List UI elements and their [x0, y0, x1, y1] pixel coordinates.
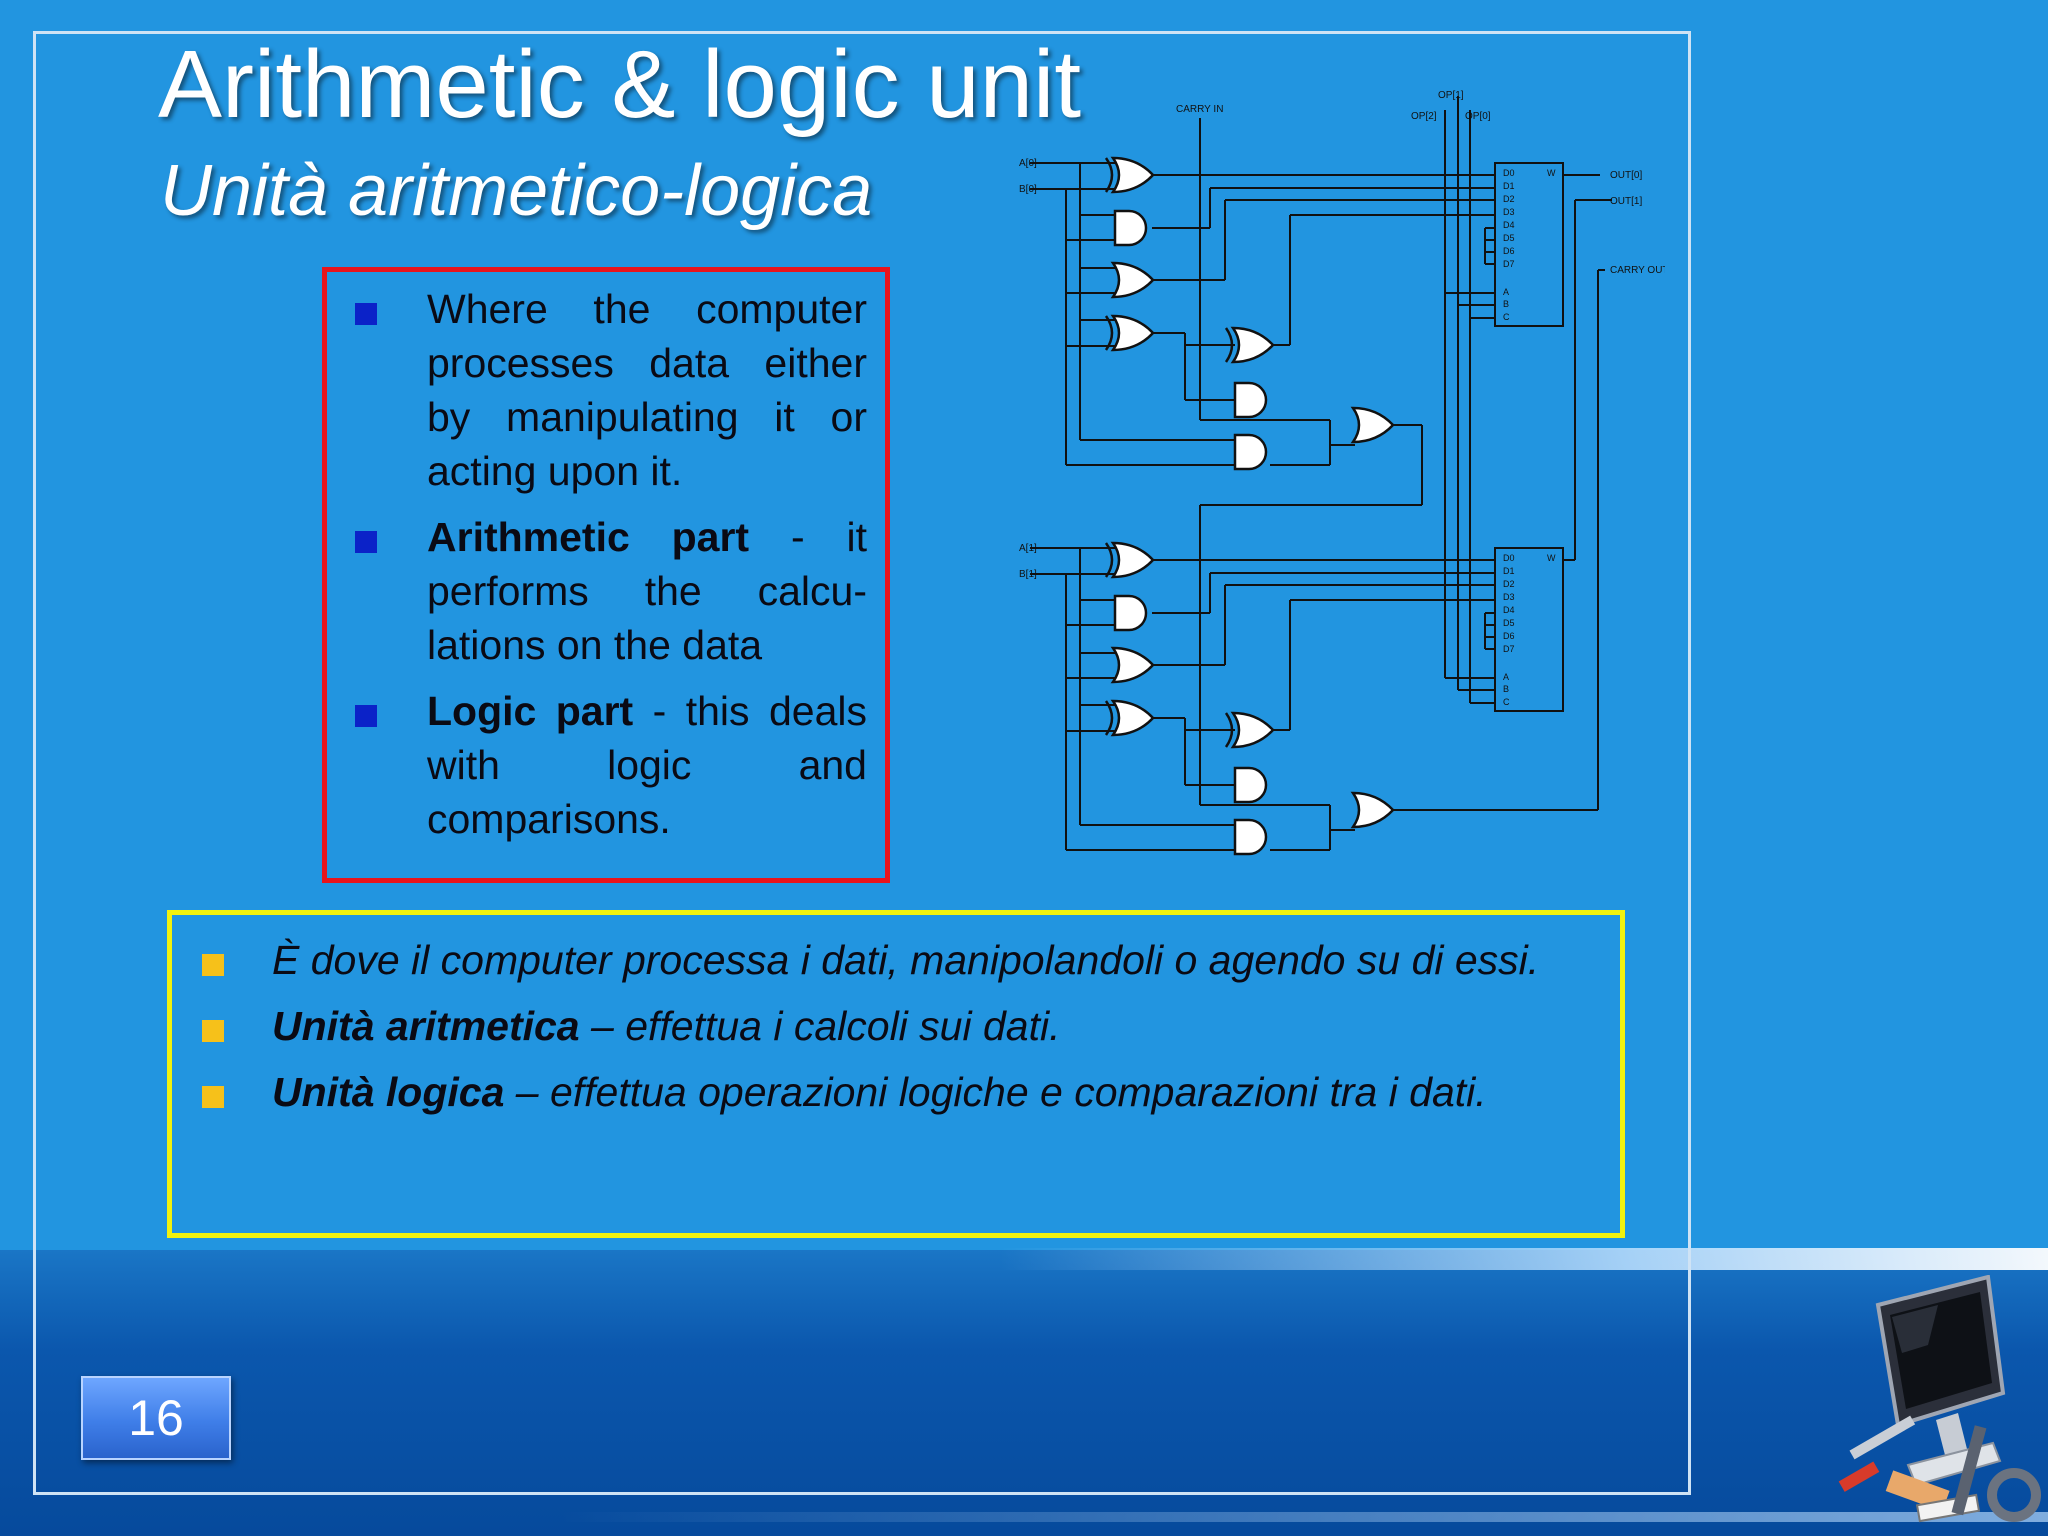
mux0-sel-c: C: [1503, 312, 1510, 322]
english-bullet-list: Where the computer processes data either…: [327, 282, 885, 858]
square-bullet-icon: [355, 705, 377, 727]
slide-title: Arithmetic & logic unit: [158, 31, 1082, 138]
op2-label: OP[2]: [1411, 111, 1437, 122]
mux1-d2: D2: [1503, 579, 1515, 589]
mux0-d3: D3: [1503, 207, 1515, 217]
mux1-d4: D4: [1503, 605, 1515, 615]
carry-in-label: CARRY IN: [1176, 104, 1223, 115]
square-bullet-icon: [202, 1086, 224, 1108]
op1-label: OP[1]: [1438, 90, 1464, 101]
bullet-bold-term: Arithmetic part: [427, 514, 750, 560]
band-highlight: [1000, 1248, 2048, 1270]
mux0-sel-a: A: [1503, 287, 1509, 297]
bullet-text: – effettua i calcoli sui dati.: [579, 1003, 1061, 1049]
bullet-bold-term: Unità logica: [272, 1069, 505, 1115]
english-bullet-2: Arithmetic part - it performs the calcu-…: [327, 510, 885, 672]
italian-bullet-list: È dove il computer processa i dati, mani…: [172, 933, 1620, 1131]
mux0-d1: D1: [1503, 181, 1515, 191]
mux0-out: W: [1547, 168, 1556, 178]
mux0-d4: D4: [1503, 220, 1515, 230]
english-bullet-3: Logic part - this deals with logic and c…: [327, 684, 885, 846]
bullet-bold-term: Unità aritmetica: [272, 1003, 580, 1049]
alu-circuit-diagram: D0 D1 D2 D3 D4 D5 D6 D7 A B C W D0 D1 D2…: [1019, 90, 1665, 856]
mux0-d5: D5: [1503, 233, 1515, 243]
italian-bullet-2: Unità aritmetica – effettua i calcoli su…: [172, 999, 1620, 1053]
mux1-d0: D0: [1503, 553, 1515, 563]
slide-subtitle: Unità aritmetico-logica: [160, 151, 873, 231]
mux1-sel-b: B: [1503, 684, 1509, 694]
mux1-d6: D6: [1503, 631, 1515, 641]
carry-out-label: CARRY OUT: [1610, 265, 1665, 276]
mux1-sel-a: A: [1503, 672, 1509, 682]
bullet-text: Where the computer processes data either…: [427, 286, 867, 494]
mux1-d7: D7: [1503, 644, 1515, 654]
band-line: [560, 1512, 2048, 1522]
square-bullet-icon: [355, 303, 377, 325]
a0-label: A[0]: [1019, 158, 1037, 169]
mux0-d2: D2: [1503, 194, 1515, 204]
bullet-text: – effettua operazioni logiche e comparaz…: [504, 1069, 1487, 1115]
alu-bit0-stage: [1029, 156, 1600, 505]
bullet-text: È dove il computer processa i dati, mani…: [272, 937, 1540, 983]
italian-bullet-1: È dove il computer processa i dati, mani…: [172, 933, 1620, 987]
bullet-text: - it performs the calcu-lations on the d…: [427, 514, 867, 668]
mux1-d5: D5: [1503, 618, 1515, 628]
mux0-d7: D7: [1503, 259, 1515, 269]
square-bullet-icon: [202, 1020, 224, 1042]
op0-label: OP[0]: [1465, 111, 1491, 122]
square-bullet-icon: [202, 954, 224, 976]
out0-label: OUT[0]: [1610, 170, 1642, 181]
mux1-d3: D3: [1503, 592, 1515, 602]
mux1-out: W: [1547, 553, 1556, 563]
mux1-sel-c: C: [1503, 697, 1510, 707]
mux1-d1: D1: [1503, 566, 1515, 576]
out1-label: OUT[1]: [1610, 196, 1642, 207]
bullet-bold-term: Logic part: [427, 688, 634, 734]
english-bullet-box: Where the computer processes data either…: [322, 267, 890, 883]
bottom-gradient-band: [0, 1250, 2048, 1536]
a1-label: A[1]: [1019, 543, 1037, 554]
page-number-badge: 16: [81, 1376, 231, 1460]
bullet-text: - this deals with logic and comparisons.: [427, 688, 867, 842]
mux0-sel-b: B: [1503, 299, 1509, 309]
square-bullet-icon: [355, 531, 377, 553]
english-bullet-1: Where the computer processes data either…: [327, 282, 885, 498]
mux0-d0: D0: [1503, 168, 1515, 178]
mux0-d6: D6: [1503, 246, 1515, 256]
alu-bit1-stage: [1029, 541, 1598, 856]
italian-bullet-box: È dove il computer processa i dati, mani…: [167, 910, 1625, 1238]
b0-label: B[0]: [1019, 184, 1037, 195]
computer-tools-icon: [1838, 1275, 2041, 1523]
slide-frame: [33, 31, 1691, 1495]
b1-label: B[1]: [1019, 569, 1037, 580]
italian-bullet-3: Unità logica – effettua operazioni logic…: [172, 1065, 1620, 1119]
